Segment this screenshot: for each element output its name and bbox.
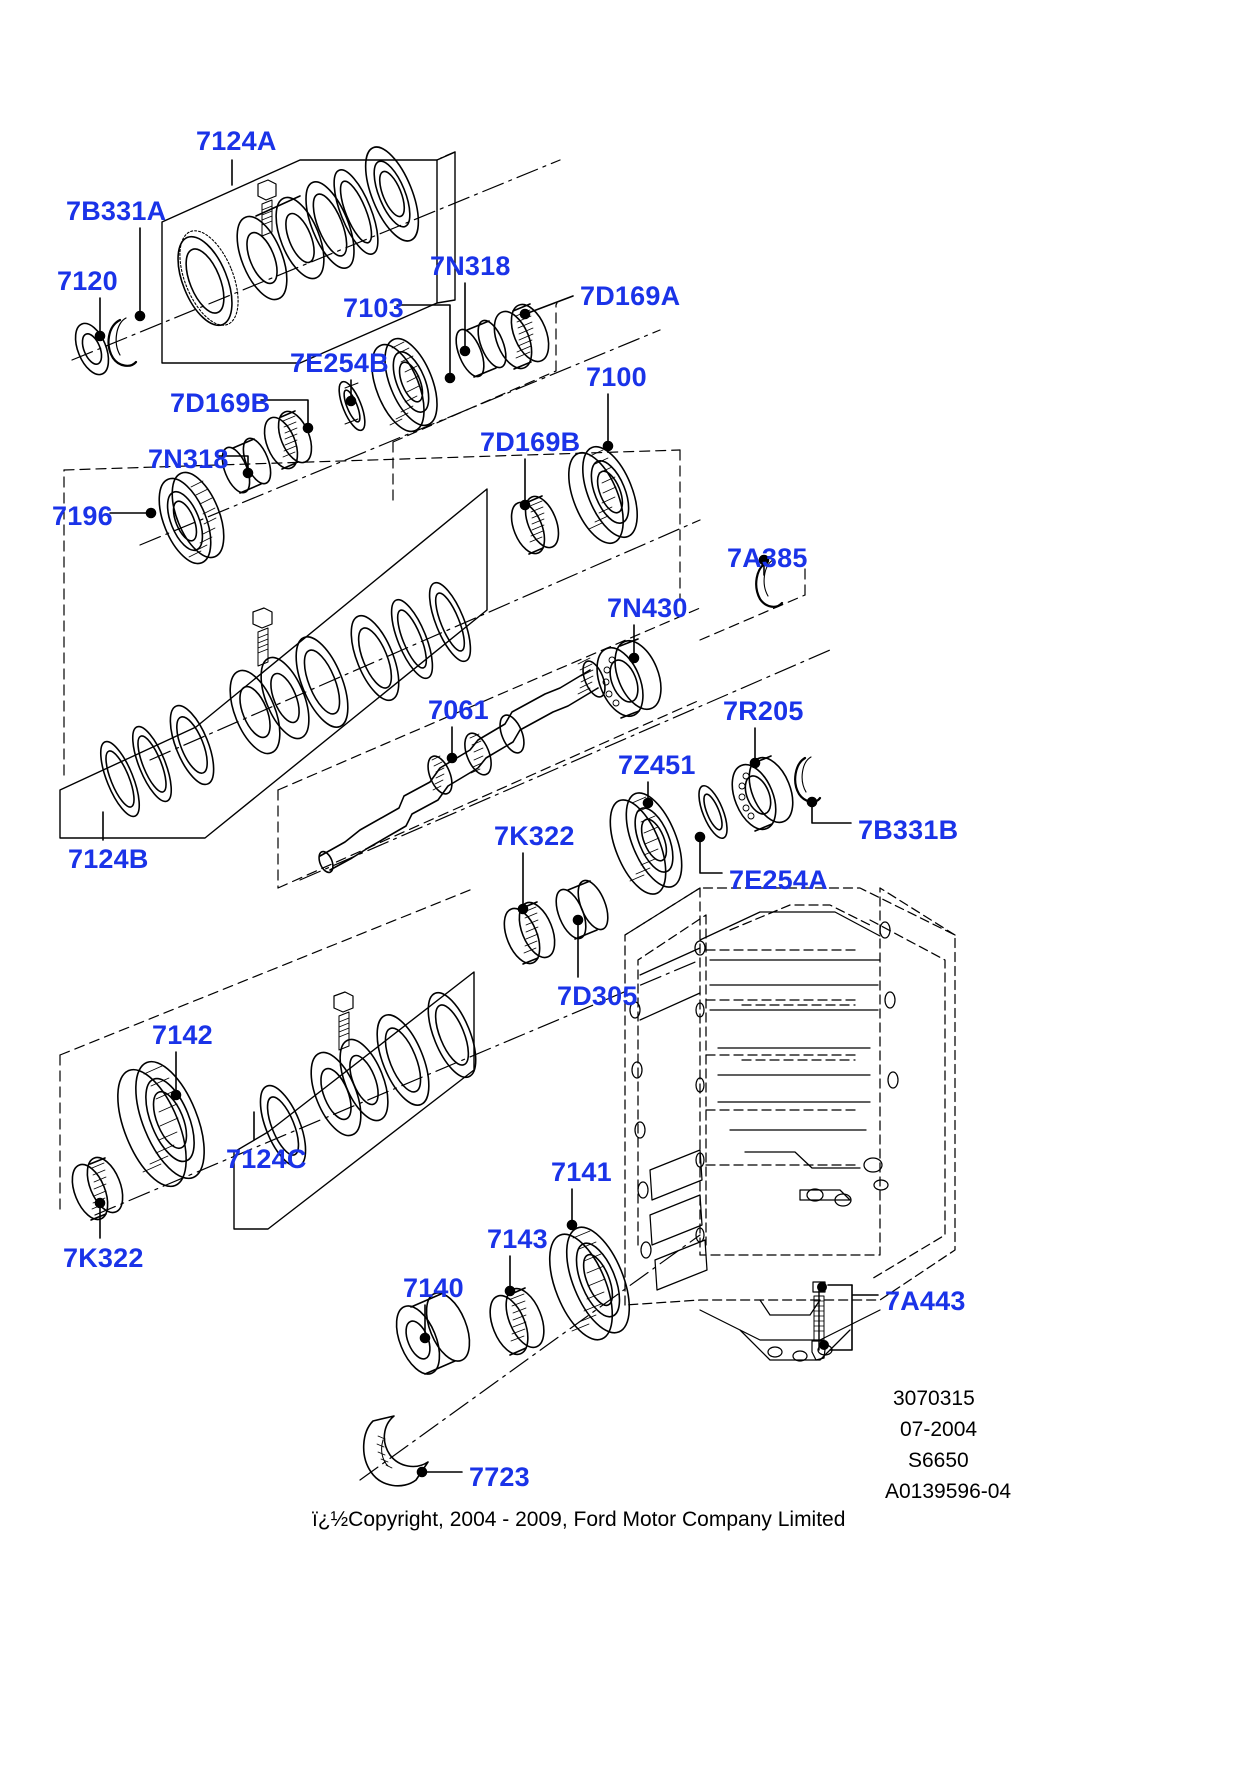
callout-7D305: 7D305 — [557, 981, 638, 1011]
callout-7124B: 7124B — [68, 844, 149, 874]
callout-7E254B: 7E254B — [290, 348, 389, 378]
callout-7R205: 7R205 — [723, 696, 804, 726]
callout-7061: 7061 — [428, 695, 489, 725]
callout-7100: 7100 — [586, 362, 647, 392]
callout-7N318: 7N318 — [430, 251, 511, 281]
drawing-date: 07-2004 — [900, 1418, 978, 1441]
callout-7K322: 7K322 — [63, 1243, 144, 1273]
callout-7142: 7142 — [152, 1020, 213, 1050]
drawing-model: S6650 — [908, 1449, 969, 1472]
drawing-asset-id: A0139596-04 — [885, 1480, 1012, 1503]
callout-7124A: 7124A — [196, 126, 277, 156]
callout-7A443: 7A443 — [885, 1286, 966, 1316]
callout-7103: 7103 — [343, 293, 404, 323]
callout-7B331A: 7B331A — [66, 196, 167, 226]
callout-7141: 7141 — [551, 1157, 612, 1187]
callout-7B331B: 7B331B — [858, 815, 959, 845]
drawing-number: 3070315 — [893, 1387, 975, 1410]
callout-7120: 7120 — [57, 266, 118, 296]
callout-7N430: 7N430 — [607, 593, 688, 623]
callout-7D169B: 7D169B — [170, 388, 271, 418]
callout-7A385: 7A385 — [727, 543, 808, 573]
callout-7196: 7196 — [52, 501, 113, 531]
callout-7N318: 7N318 — [148, 444, 229, 474]
callout-7Z451: 7Z451 — [618, 750, 696, 780]
callout-7140: 7140 — [403, 1273, 464, 1303]
callout-7E254A: 7E254A — [729, 865, 828, 895]
callout-7723: 7723 — [469, 1462, 530, 1492]
callout-7143: 7143 — [487, 1224, 548, 1254]
callout-7D169B: 7D169B — [480, 427, 581, 457]
copyright-notice: ï¿½Copyright, 2004 - 2009, Ford Motor Co… — [312, 1508, 846, 1531]
callout-7D169A: 7D169A — [580, 281, 681, 311]
callout-7124C: 7124C — [226, 1144, 307, 1174]
callout-7K322: 7K322 — [494, 821, 575, 851]
